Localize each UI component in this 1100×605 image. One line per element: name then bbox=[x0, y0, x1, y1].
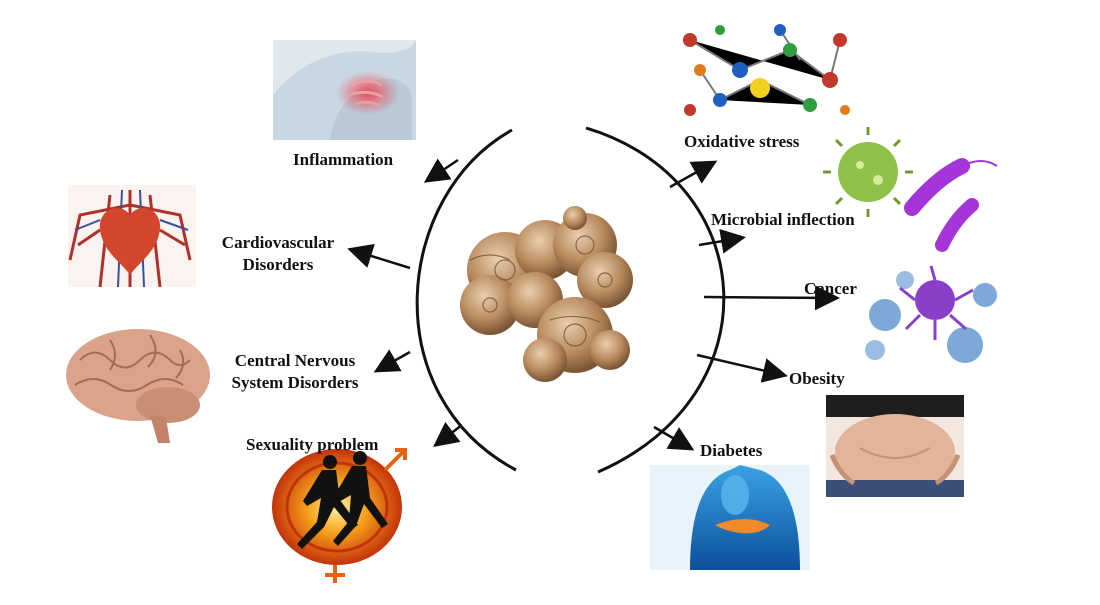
molecule-icon bbox=[683, 24, 850, 116]
belly-icon bbox=[826, 395, 964, 497]
label-inflammation: Inflammation bbox=[293, 150, 394, 169]
label-sexuality: Sexuality problem bbox=[246, 435, 379, 454]
heart-vessels-icon bbox=[68, 185, 196, 288]
brain-icon bbox=[66, 329, 210, 443]
label-cns-line2: System Disorders bbox=[231, 373, 359, 393]
label-cns: Central Nervous System Disorders bbox=[210, 350, 380, 394]
arrow-sexuality bbox=[433, 421, 463, 448]
arrow-cancer bbox=[703, 285, 840, 311]
arrow-obesity bbox=[696, 353, 788, 383]
label-cardiovascular: Cardiovascular Disorders bbox=[208, 232, 348, 276]
running-couple-icon bbox=[272, 448, 407, 583]
arrow-microbial bbox=[698, 228, 746, 254]
label-oxidative: Oxidative stress bbox=[684, 132, 800, 151]
left-arc bbox=[415, 128, 517, 472]
label-cardio-line2: Disorders bbox=[242, 255, 314, 275]
inflamed-shoulder-icon bbox=[273, 40, 416, 140]
arrow-cardio bbox=[347, 243, 411, 270]
microbe-icon bbox=[823, 127, 998, 252]
label-microbial: Microbial inflection bbox=[711, 210, 855, 229]
arrow-cns bbox=[373, 349, 411, 373]
label-obesity: Obesity bbox=[789, 369, 845, 388]
label-diabetes: Diabetes bbox=[700, 441, 763, 460]
arrow-diabetes bbox=[653, 425, 695, 451]
cancer-cell-icon bbox=[865, 265, 997, 363]
arrow-inflammation bbox=[423, 158, 459, 183]
label-cns-line1: Central Nervous bbox=[234, 351, 356, 370]
label-cancer: Cancer bbox=[804, 279, 857, 298]
root-herb-icon bbox=[460, 206, 633, 382]
arrow-oxidative bbox=[669, 160, 718, 189]
pancreas-icon bbox=[650, 465, 810, 570]
label-cardio-line1: Cardiovascular bbox=[221, 233, 335, 252]
